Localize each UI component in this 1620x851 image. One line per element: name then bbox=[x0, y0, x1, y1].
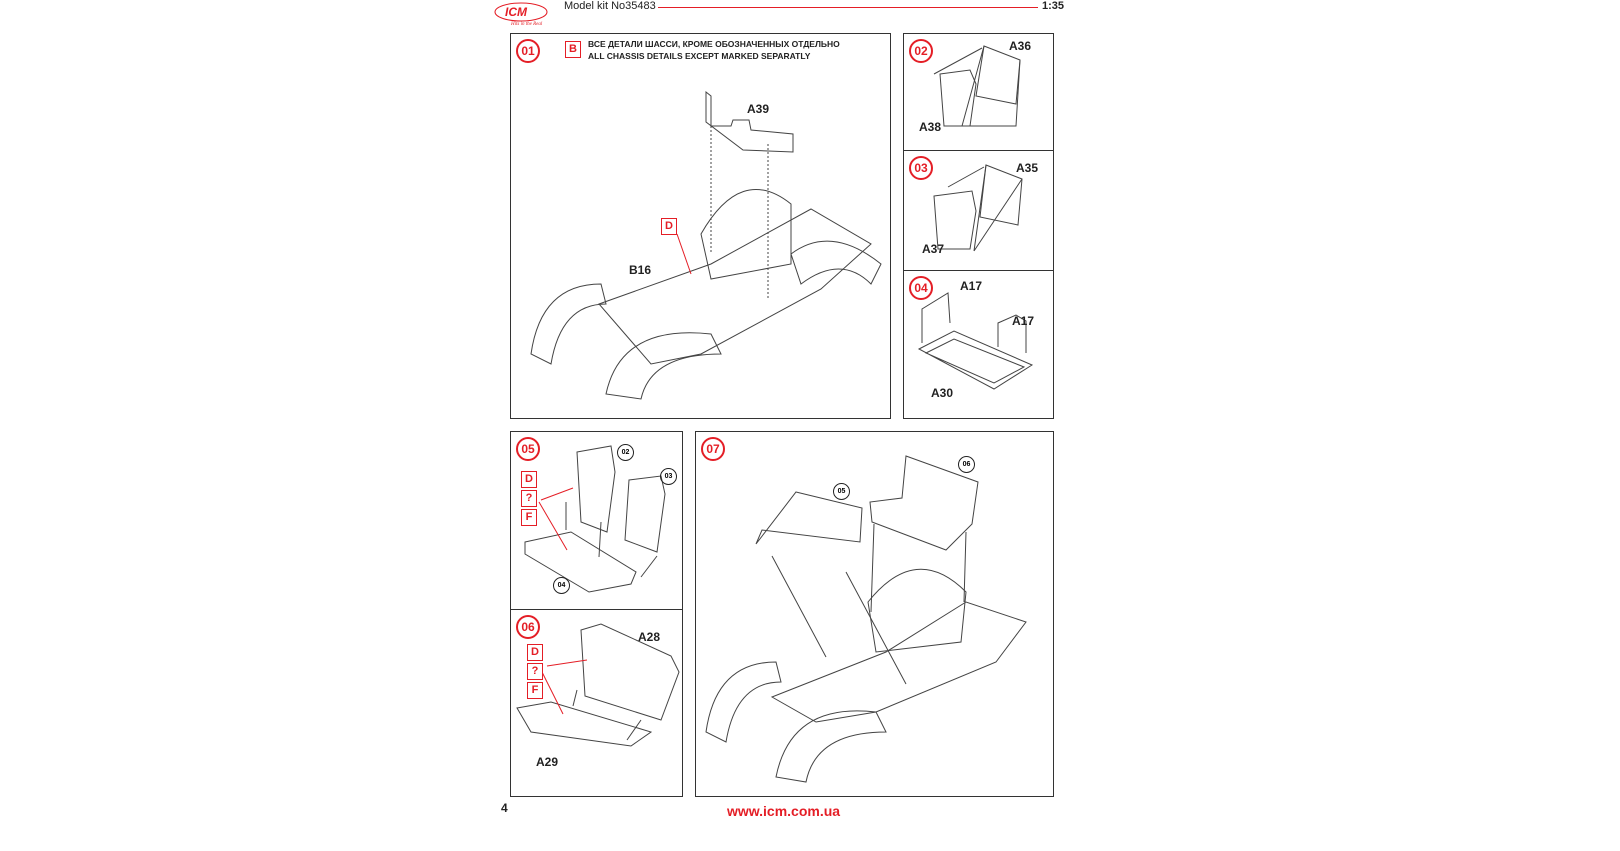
step-number: 01 bbox=[516, 39, 540, 63]
note-en: ALL CHASSIS DETAILS EXCEPT MARKED SEPARA… bbox=[588, 51, 811, 61]
part-A17-right: A17 bbox=[1012, 314, 1035, 328]
paint-code-F: F bbox=[527, 682, 543, 699]
svg-text:ICM: ICM bbox=[505, 5, 528, 19]
step-02-panel: 02 A36 A38 bbox=[903, 33, 1054, 151]
step-07-panel: 07 05 06 bbox=[695, 431, 1054, 797]
svg-text:Hits in the Real: Hits in the Real bbox=[510, 22, 543, 27]
page-number: 4 bbox=[501, 801, 508, 815]
part-A28: A28 bbox=[638, 630, 661, 644]
ref-step-06: 06 bbox=[958, 456, 975, 473]
step-number: 03 bbox=[909, 156, 933, 180]
step-number: 06 bbox=[516, 615, 540, 639]
icm-logo: ICM Hits in the Real bbox=[493, 1, 549, 27]
step-number: 07 bbox=[701, 437, 725, 461]
part-A30: A30 bbox=[931, 386, 954, 400]
step-06-panel: 06 A28 A29 D ? F bbox=[510, 609, 683, 797]
ref-step-05: 05 bbox=[833, 483, 850, 500]
paint-code-D: D bbox=[527, 644, 543, 661]
ref-step-04: 04 bbox=[553, 577, 570, 594]
part-A17-left: A17 bbox=[960, 279, 983, 293]
scale: 1:35 bbox=[1042, 0, 1065, 12]
paint-code-B: B bbox=[565, 41, 581, 58]
part-A38: A38 bbox=[919, 120, 942, 134]
ref-step-02: 02 bbox=[617, 444, 634, 461]
step-01-panel: 01 B ВСЕ ДЕТАЛИ ШАССИ, КРОМЕ ОБОЗНАЧЕННЫ… bbox=[510, 33, 891, 419]
step-number: 04 bbox=[909, 276, 933, 300]
chassis-drawing bbox=[530, 90, 882, 400]
note-ru: ВСЕ ДЕТАЛИ ШАССИ, КРОМЕ ОБОЗНАЧЕННЫХ ОТД… bbox=[588, 39, 840, 49]
step-05-panel: 05 02 03 04 D ? F bbox=[510, 431, 683, 610]
model-kit-number: Model kit No35483 bbox=[564, 0, 656, 12]
header-rule bbox=[658, 7, 1038, 8]
step-04-panel: 04 A17 A17 A30 bbox=[903, 270, 1054, 419]
part-A36: A36 bbox=[1009, 39, 1032, 53]
part-A35: A35 bbox=[1016, 161, 1039, 175]
part-A37: A37 bbox=[922, 242, 945, 256]
paint-code-D: D bbox=[521, 471, 537, 488]
step-03-panel: 03 A35 A37 bbox=[903, 150, 1054, 271]
paint-code-F: F bbox=[521, 509, 537, 526]
paint-code-D: D bbox=[661, 218, 677, 235]
ref-step-03: 03 bbox=[660, 468, 677, 485]
step-number: 02 bbox=[909, 39, 933, 63]
part-B16: B16 bbox=[629, 263, 652, 277]
website-link[interactable]: www.icm.com.ua bbox=[727, 803, 841, 819]
paint-code-unknown: ? bbox=[521, 490, 537, 507]
step-number: 05 bbox=[516, 437, 540, 461]
part-A29: A29 bbox=[536, 755, 559, 769]
paint-code-unknown: ? bbox=[527, 663, 543, 680]
part-A39: A39 bbox=[747, 102, 770, 116]
